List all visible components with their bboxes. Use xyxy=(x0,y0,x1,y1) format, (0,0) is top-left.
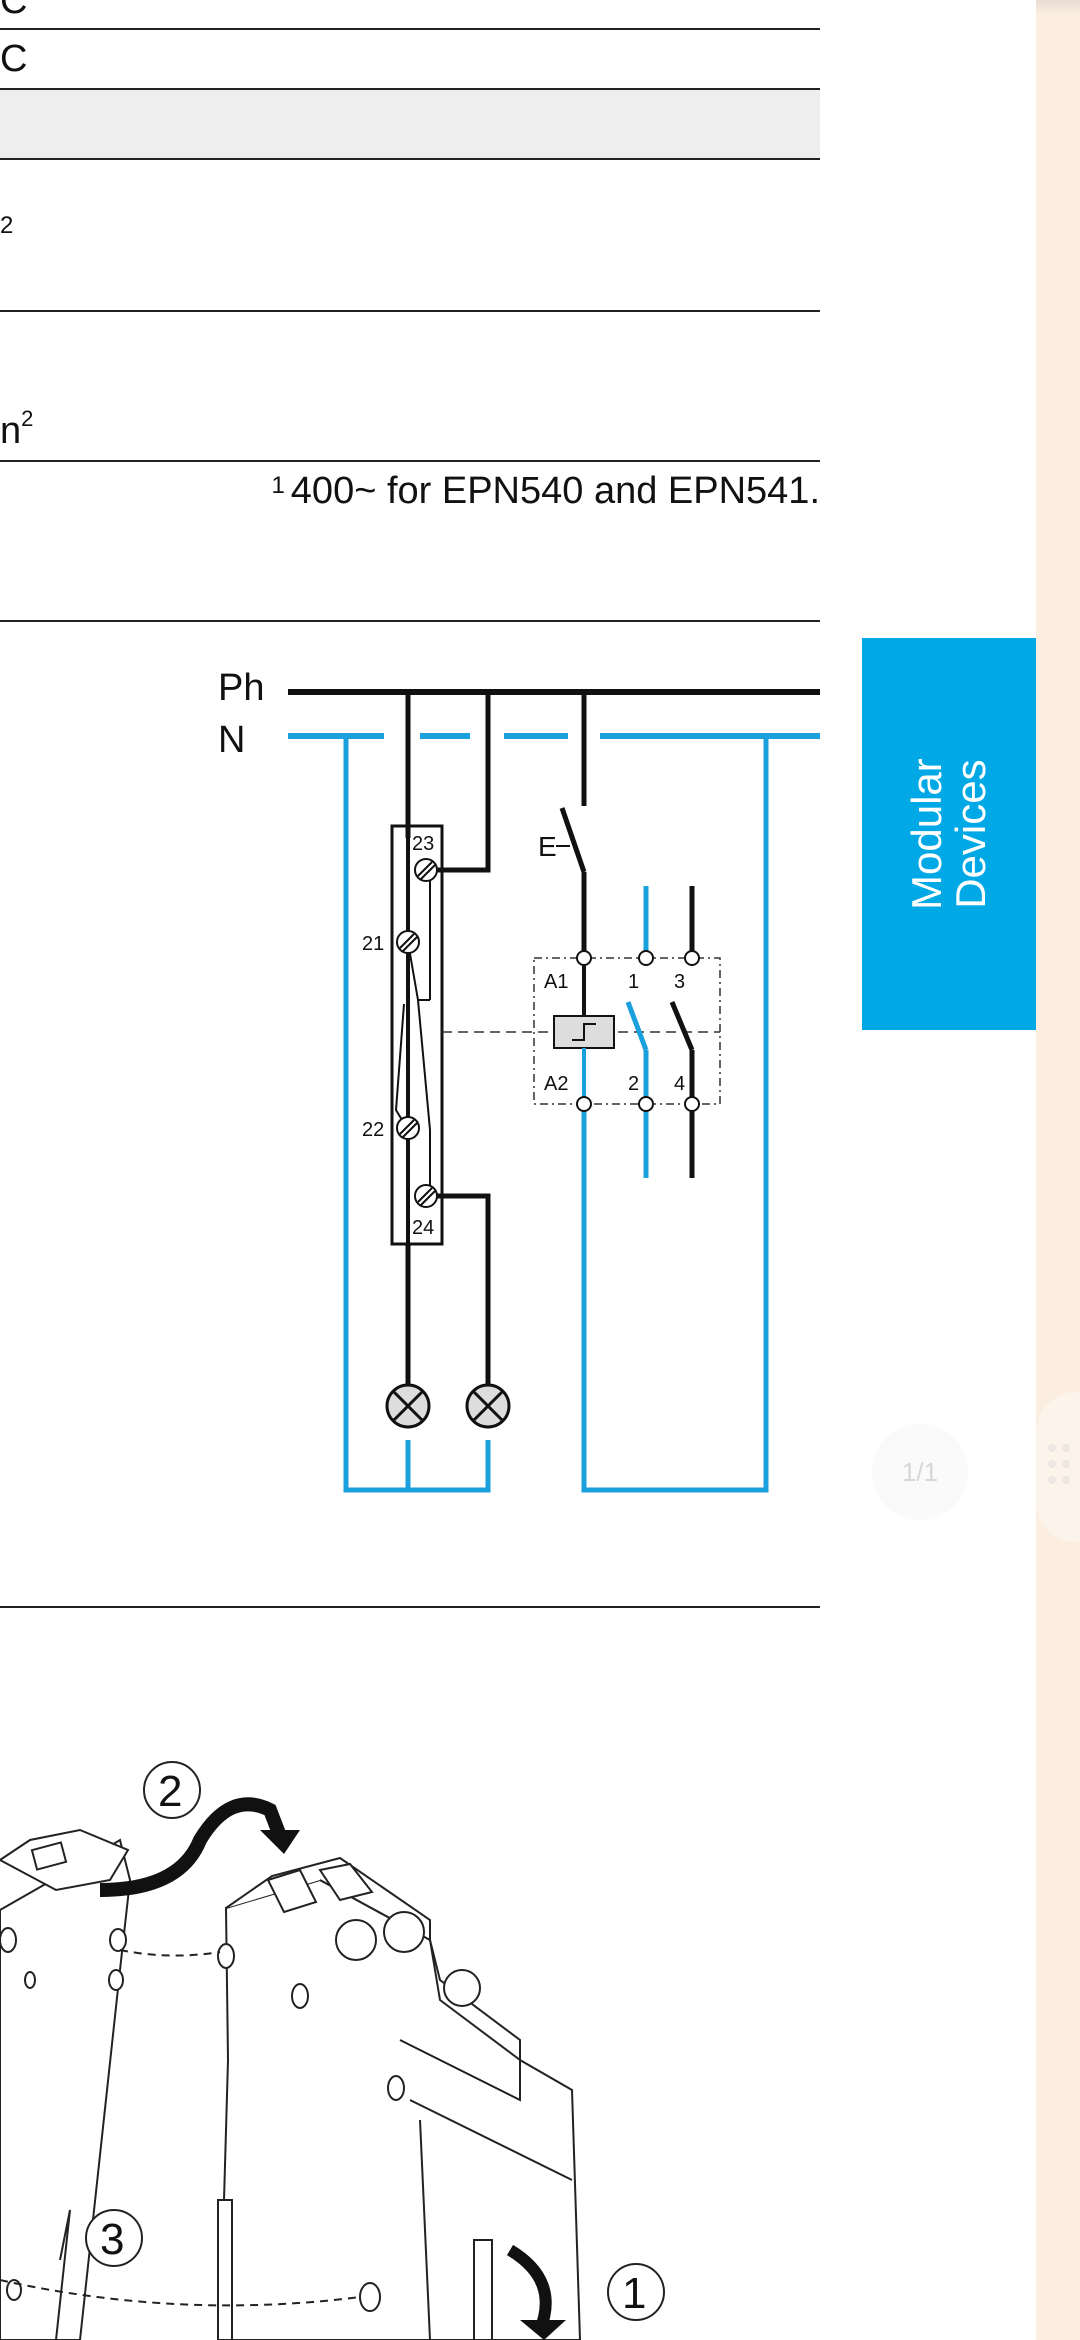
page-margin-strip xyxy=(1036,0,1080,2340)
side-tab-line1: Modular xyxy=(902,758,950,910)
document-page xyxy=(0,0,1036,2340)
footnote-text: 400~ for EPN540 and EPN541. xyxy=(290,470,820,512)
svg-text:A2: A2 xyxy=(544,1073,568,1095)
drag-handle[interactable] xyxy=(1036,1392,1080,1542)
svg-text:23: 23 xyxy=(412,833,434,855)
svg-text:4: 4 xyxy=(674,1073,685,1095)
section-rule xyxy=(0,620,820,622)
table-rule xyxy=(0,28,820,30)
table-rule xyxy=(0,460,820,462)
top-shade xyxy=(1036,0,1080,14)
table-cell-fragment: C xyxy=(0,0,28,22)
svg-text:3: 3 xyxy=(100,2215,124,2264)
wiring-diagram: Ph N E 23 21 22 xyxy=(218,667,820,1493)
lamp-icon xyxy=(465,1383,511,1429)
footnote-marker: 1 xyxy=(271,472,285,499)
drag-handle-icon xyxy=(1048,1444,1078,1492)
terminal-block xyxy=(390,824,444,1246)
relay-box xyxy=(533,957,721,1105)
phase-label: Ph xyxy=(218,667,264,709)
section-rule xyxy=(0,1606,820,1608)
svg-text:24: 24 xyxy=(412,1217,434,1239)
switch-icon xyxy=(559,807,587,873)
table-cell-fragment: n2 xyxy=(0,406,34,452)
switch-label: E xyxy=(538,831,557,862)
mounting-illustration: 2 3 1 xyxy=(0,1761,665,2340)
lamp-icon xyxy=(385,1383,431,1429)
svg-text:21: 21 xyxy=(362,933,384,955)
terminal-21: 21 xyxy=(362,930,420,955)
terminal-23: 23 xyxy=(412,833,438,882)
neutral-label: N xyxy=(218,719,245,761)
svg-text:2: 2 xyxy=(158,1767,182,1816)
svg-text:1: 1 xyxy=(622,2269,646,2318)
side-tab-line2: Devices xyxy=(947,759,994,909)
page-indicator[interactable]: 1/1 xyxy=(872,1424,968,1520)
svg-text:2: 2 xyxy=(628,1073,639,1095)
svg-text:22: 22 xyxy=(362,1119,384,1141)
svg-text:3: 3 xyxy=(674,971,685,993)
terminal-22: 22 xyxy=(362,1116,420,1141)
table-cell-fragment: 2 xyxy=(0,212,14,239)
table-header-row xyxy=(0,88,820,160)
table-cell-fragment: C xyxy=(0,38,28,80)
table-rule xyxy=(0,310,820,312)
step-3: 3 xyxy=(85,2209,143,2267)
step-2: 2 xyxy=(143,1761,201,1819)
svg-text:1: 1 xyxy=(628,971,639,993)
svg-text:A1: A1 xyxy=(544,971,568,993)
terminal-24: 24 xyxy=(412,1184,438,1239)
step-1: 1 xyxy=(607,2263,665,2321)
